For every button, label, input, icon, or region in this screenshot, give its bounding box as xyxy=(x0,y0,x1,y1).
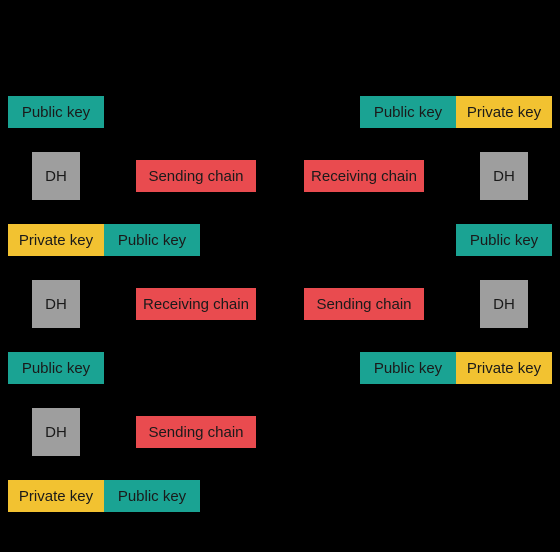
sending-chain-box: Sending chain xyxy=(136,160,256,192)
dh-box: DH xyxy=(32,152,80,200)
public-key-box: Public key xyxy=(360,352,456,384)
private-key-box: Private key xyxy=(8,224,104,256)
public-key-box: Public key xyxy=(8,96,104,128)
dh-box: DH xyxy=(32,408,80,456)
private-key-box: Private key xyxy=(8,480,104,512)
dh-box: DH xyxy=(480,152,528,200)
receiving-chain-box: Receiving chain xyxy=(304,160,424,192)
public-key-box: Public key xyxy=(360,96,456,128)
public-key-box: Public key xyxy=(8,352,104,384)
private-key-box: Private key xyxy=(456,352,552,384)
private-key-box: Private key xyxy=(456,96,552,128)
sending-chain-box: Sending chain xyxy=(136,416,256,448)
sending-chain-box: Sending chain xyxy=(304,288,424,320)
dh-box: DH xyxy=(480,280,528,328)
receiving-chain-box: Receiving chain xyxy=(136,288,256,320)
public-key-box: Public key xyxy=(104,480,200,512)
public-key-box: Public key xyxy=(104,224,200,256)
public-key-box: Public key xyxy=(456,224,552,256)
dh-box: DH xyxy=(32,280,80,328)
